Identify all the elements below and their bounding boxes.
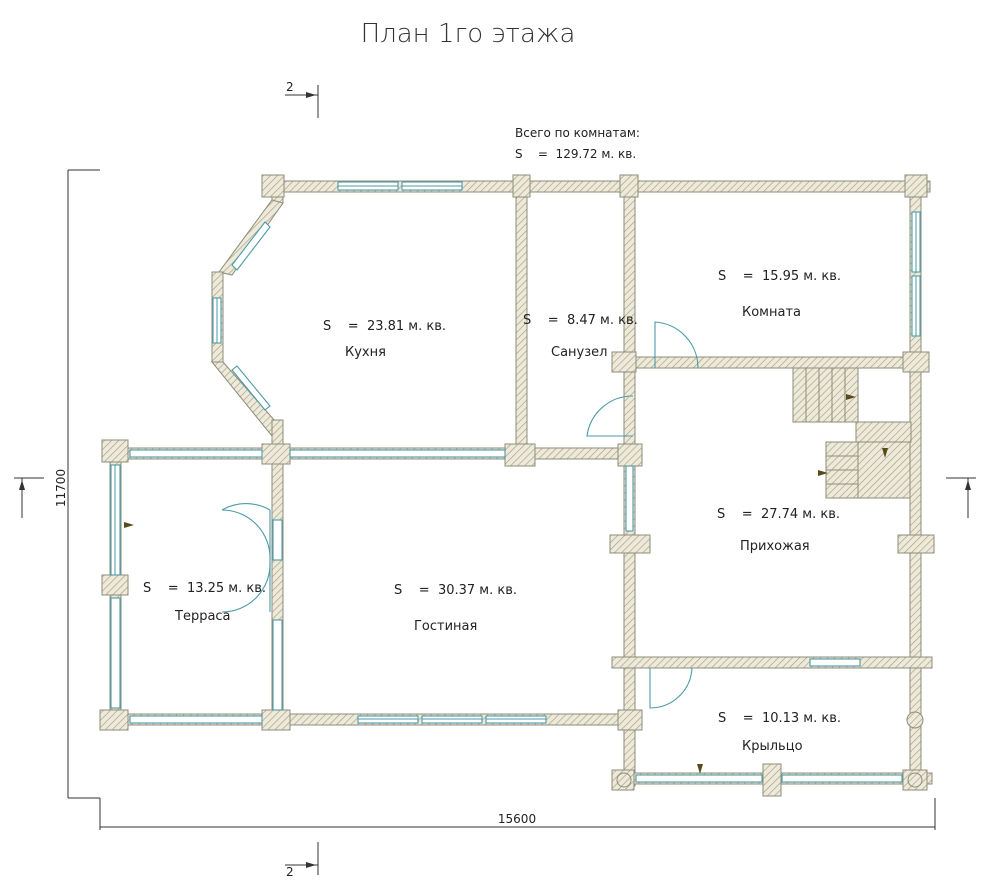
hall-name: Прихожая bbox=[740, 539, 810, 554]
height-dimension: 11700 bbox=[54, 469, 68, 507]
section-mark-top: 2 bbox=[286, 80, 294, 94]
total-area-value: S = 129.72 м. кв. bbox=[515, 147, 636, 161]
terrace-area: S = 13.25 м. кв. bbox=[143, 581, 266, 596]
windows bbox=[110, 181, 921, 783]
plan-title: План 1го этажа bbox=[361, 19, 576, 49]
doors bbox=[221, 321, 699, 709]
living-name: Гостиная bbox=[414, 619, 477, 634]
total-area-heading: Всего по комнатам: bbox=[515, 126, 640, 140]
width-dimension: 15600 bbox=[498, 812, 536, 826]
porch-name: Крыльцо bbox=[742, 739, 803, 754]
living-area: S = 30.37 м. кв. bbox=[394, 583, 517, 598]
bathroom-name: Санузел bbox=[551, 345, 607, 360]
porch-area: S = 10.13 м. кв. bbox=[718, 711, 841, 726]
hall-area: S = 27.74 м. кв. bbox=[717, 507, 840, 522]
room-labels: S = 23.81 м. кв. Кухня S = 8.47 м. кв. С… bbox=[143, 269, 841, 754]
terrace-name: Терраса bbox=[174, 609, 231, 624]
section-marks: 2 2 bbox=[14, 80, 976, 879]
section-mark-bottom: 2 bbox=[286, 865, 294, 879]
kitchen-area: S = 23.81 м. кв. bbox=[323, 319, 446, 334]
room-area: S = 15.95 м. кв. bbox=[718, 269, 841, 284]
staircase bbox=[124, 367, 912, 774]
dimension-lines: 11700 15600 bbox=[54, 169, 936, 830]
room-name: Комната bbox=[742, 305, 801, 320]
bathroom-area: S = 8.47 м. кв. bbox=[523, 313, 638, 328]
kitchen-name: Кухня bbox=[345, 345, 386, 360]
